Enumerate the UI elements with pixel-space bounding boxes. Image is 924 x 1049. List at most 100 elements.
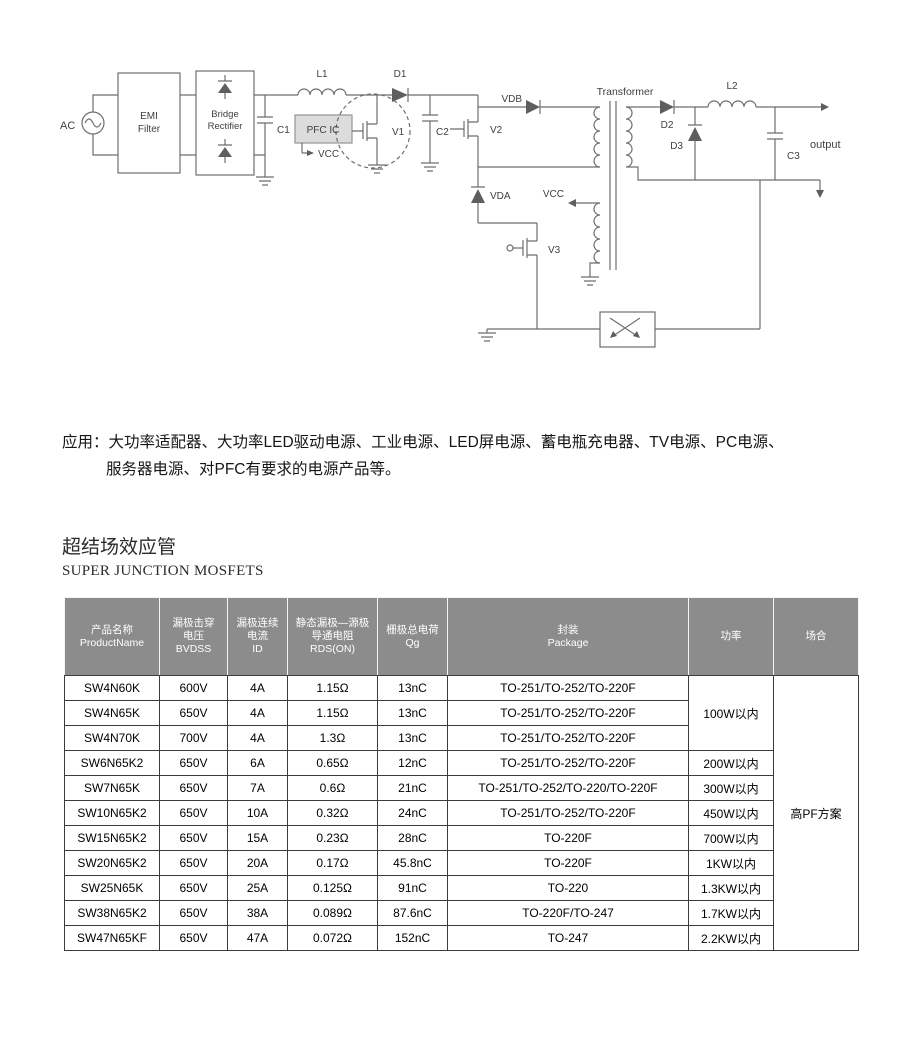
cell-bvdss: 650V	[159, 800, 228, 826]
cell-qg: 13nC	[377, 725, 448, 751]
table-row: SW4N60K 600V 4A 1.15Ω 13nC TO-251/TO-252…	[64, 675, 859, 951]
capacitor-c2-icon	[421, 95, 439, 172]
cell-rds: 1.15Ω	[287, 700, 378, 726]
mosfet-spec-table: 产品名称 ProductName 漏极击穿 电压 BVDSS 漏极连续 电流 I…	[64, 597, 859, 951]
cell-qg: 24nC	[377, 800, 448, 826]
diode-d3-icon	[688, 127, 702, 141]
cell-qg: 28nC	[377, 825, 448, 851]
cell-rds: 0.125Ω	[287, 875, 378, 901]
label-l1: L1	[316, 69, 328, 80]
cell-qg: 152nC	[377, 925, 448, 951]
capacitor-c3-icon	[767, 107, 783, 180]
header-id: 漏极连续 电流 ID	[227, 597, 288, 676]
cell-name: SW7N65K	[64, 775, 160, 801]
cell-power: 1.3KW以内	[688, 875, 774, 901]
diode-d2-icon	[660, 100, 674, 114]
inductor-l1-icon	[297, 88, 347, 96]
table-row: SW38N65K2 650V 38A 0.089Ω 87.6nC TO-220F…	[64, 900, 859, 926]
header-qg: 栅极总电荷 Qg	[377, 597, 448, 676]
cell-rds: 0.32Ω	[287, 800, 378, 826]
header-product-name: 产品名称 ProductName	[64, 597, 160, 676]
cell-id: 4A	[227, 700, 288, 726]
application-line-2: 服务器电源、对PFC有要求的电源产品等。	[106, 461, 401, 478]
diode-vda-icon	[471, 167, 485, 223]
label-emi-1: EMI	[140, 111, 158, 122]
label-c3: C3	[787, 151, 800, 162]
cell-id: 38A	[227, 900, 288, 926]
label-bridge-1: Bridge	[211, 109, 238, 120]
cell-name: SW4N65K	[64, 700, 160, 726]
label-v1: V1	[392, 127, 405, 138]
cell-power: 1.7KW以内	[688, 900, 774, 926]
cell-qg: 13nC	[377, 675, 448, 701]
cell-qg: 45.8nC	[377, 850, 448, 876]
table-row: SW20N65K2 650V 20A 0.17Ω 45.8nC TO-220F …	[64, 850, 859, 876]
transformer-icon	[593, 101, 633, 270]
label-output: output	[810, 139, 841, 151]
cell-package: TO-251/TO-252/TO-220/TO-220F	[447, 775, 689, 801]
label-vcc-2: VCC	[543, 189, 564, 200]
cell-rds: 0.65Ω	[287, 750, 378, 776]
label-c2: C2	[436, 127, 449, 138]
emi-filter-box	[117, 72, 181, 174]
label-vda: VDA	[490, 191, 511, 202]
capacitor-c1-icon	[256, 95, 274, 186]
cell-id: 4A	[227, 675, 288, 701]
header-bvdss: 漏极击穿 电压 BVDSS	[159, 597, 228, 676]
cell-name: SW20N65K2	[64, 850, 160, 876]
cell-id: 47A	[227, 925, 288, 951]
cell-bvdss: 650V	[159, 875, 228, 901]
return-arrow-icon	[816, 190, 824, 198]
cell-rds: 0.6Ω	[287, 775, 378, 801]
cell-id: 4A	[227, 725, 288, 751]
mosfet-v3-icon	[478, 222, 538, 329]
cell-package: TO-251/TO-252/TO-220F	[447, 675, 689, 701]
circuit-wires	[81, 70, 821, 348]
cell-rds: 0.17Ω	[287, 850, 378, 876]
label-l2: L2	[726, 81, 738, 92]
label-v3: V3	[548, 245, 561, 256]
label-d1: D1	[394, 69, 407, 80]
cell-package: TO-247	[447, 925, 689, 951]
diode-d1-icon	[392, 88, 408, 102]
label-d2: D2	[661, 120, 674, 131]
ac-source-icon	[81, 94, 118, 156]
pfc-circuit-diagram: AC EMI Filter Bridge Rectifier C1 PFC IC…	[60, 69, 841, 348]
table-row: SW15N65K2 650V 15A 0.23Ω 28nC TO-220F 70…	[64, 825, 859, 851]
cell-name: SW6N65K2	[64, 750, 160, 776]
section-title-en: SUPER JUNCTION MOSFETS	[62, 563, 264, 579]
cell-id: 7A	[227, 775, 288, 801]
cell-id: 10A	[227, 800, 288, 826]
table-row: SW4N70K 700V 4A 1.3Ω 13nC TO-251/TO-252/…	[64, 725, 859, 751]
cell-package: TO-251/TO-252/TO-220F	[447, 800, 689, 826]
label-vdb: VDB	[501, 94, 522, 105]
section-title-cn: 超结场效应管	[62, 537, 177, 558]
cell-qg: 91nC	[377, 875, 448, 901]
cell-qg: 12nC	[377, 750, 448, 776]
label-bridge-2: Rectifier	[208, 121, 243, 132]
cell-power: 300W以内	[688, 775, 774, 801]
cell-rds: 1.3Ω	[287, 725, 378, 751]
cell-package: TO-251/TO-252/TO-220F	[447, 725, 689, 751]
cell-name: SW4N60K	[64, 675, 160, 701]
header-rds: 静态漏极—源极 导通电阻 RDS(ON)	[287, 597, 378, 676]
cell-power: 700W以内	[688, 825, 774, 851]
table-row: SW47N65KF 650V 47A 0.072Ω 152nC TO-247 2…	[64, 925, 859, 951]
mosfet-v1-icon	[335, 93, 411, 174]
cell-rds: 0.089Ω	[287, 900, 378, 926]
cell-bvdss: 650V	[159, 700, 228, 726]
cell-rds: 1.15Ω	[287, 675, 378, 701]
cell-id: 25A	[227, 875, 288, 901]
label-ac: AC	[60, 120, 75, 132]
diode-vdb-icon	[526, 100, 540, 114]
table-row: SW10N65K2 650V 10A 0.32Ω 24nC TO-251/TO-…	[64, 800, 859, 826]
cell-name: SW25N65K	[64, 875, 160, 901]
cell-bvdss: 650V	[159, 925, 228, 951]
header-scene: 场合	[773, 597, 859, 676]
cell-power-merged: 100W以内	[688, 675, 774, 751]
label-vcc-1: VCC	[318, 149, 339, 160]
output-arrow-icon	[821, 103, 829, 111]
table-row: SW25N65K 650V 25A 0.125Ω 91nC TO-220 1.3…	[64, 875, 859, 901]
cell-power: 1KW以内	[688, 850, 774, 876]
pfc-ic-box	[294, 114, 353, 144]
